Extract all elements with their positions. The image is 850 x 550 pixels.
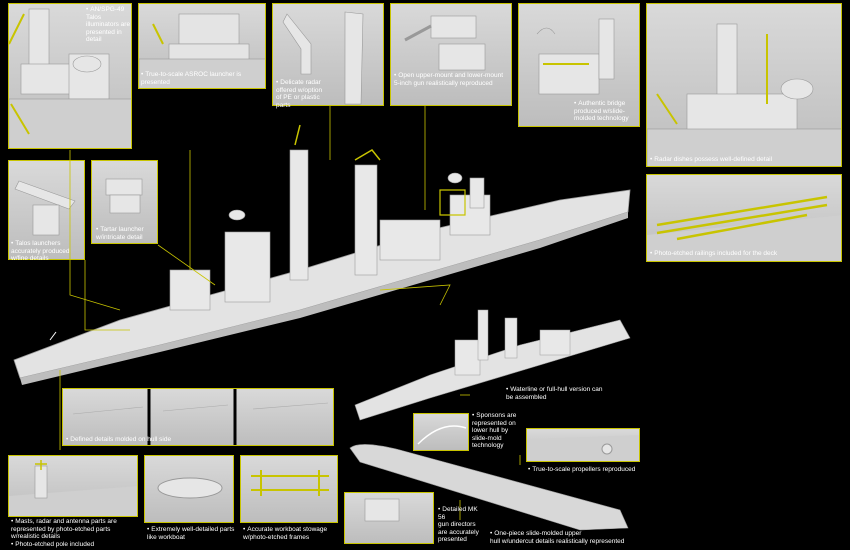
caption-mk56: Detailed MK 56 gun directors are accurat… [438, 506, 486, 544]
caption-masts: Masts, radar and antenna parts are repre… [11, 518, 141, 548]
caption-talos-illuminators: AN/SPG-49 Talos illuminators are present… [86, 6, 136, 44]
panel-gun [390, 3, 512, 106]
panel-talos-illuminators [8, 3, 132, 149]
caption-radar-pe: Delicate radar offered w/option of PE or… [276, 79, 336, 109]
caption-asroc: True-to-scale ASROC launcher is presente… [141, 71, 266, 86]
panel-propellers [526, 428, 640, 462]
panel-tartar [91, 160, 158, 244]
panel-workboat [144, 455, 234, 523]
caption-tartar: Tartar launcher w/intricate detail [96, 226, 158, 241]
caption-hull-details: Defined details molded on hull side [66, 436, 332, 444]
caption-workboat: Extremely well-detailed parts like workb… [147, 526, 237, 541]
panel-sponsons [413, 413, 469, 451]
caption-radar-dishes: Radar dishes possess well-defined detail [650, 156, 842, 164]
caption-stowage: Accurate workboat stowage w/photo-etched… [243, 526, 341, 541]
caption-one-piece-hull: One-piece slide-molded upper hull w/unde… [490, 530, 648, 545]
caption-propellers: True-to-scale propellers reproduced [528, 466, 640, 474]
caption-sponsons: Sponsons are represented on lower hull b… [472, 412, 526, 450]
panel-masts [8, 455, 138, 517]
caption-waterline: Waterline or full-hull version can be as… [506, 386, 636, 401]
caption-gun: Open upper-mount and lower-mount 5-inch … [394, 72, 512, 87]
panel-radar-pe [272, 3, 384, 106]
panel-stowage [240, 455, 338, 523]
panel-mk56 [344, 492, 434, 544]
caption-bridge: Authentic bridge produced w/slide- molde… [574, 100, 640, 123]
caption-railings: Photo-etched railings included for the d… [650, 250, 842, 258]
caption-talos-launchers: Talos launchers accurately produced w/fi… [11, 240, 83, 263]
